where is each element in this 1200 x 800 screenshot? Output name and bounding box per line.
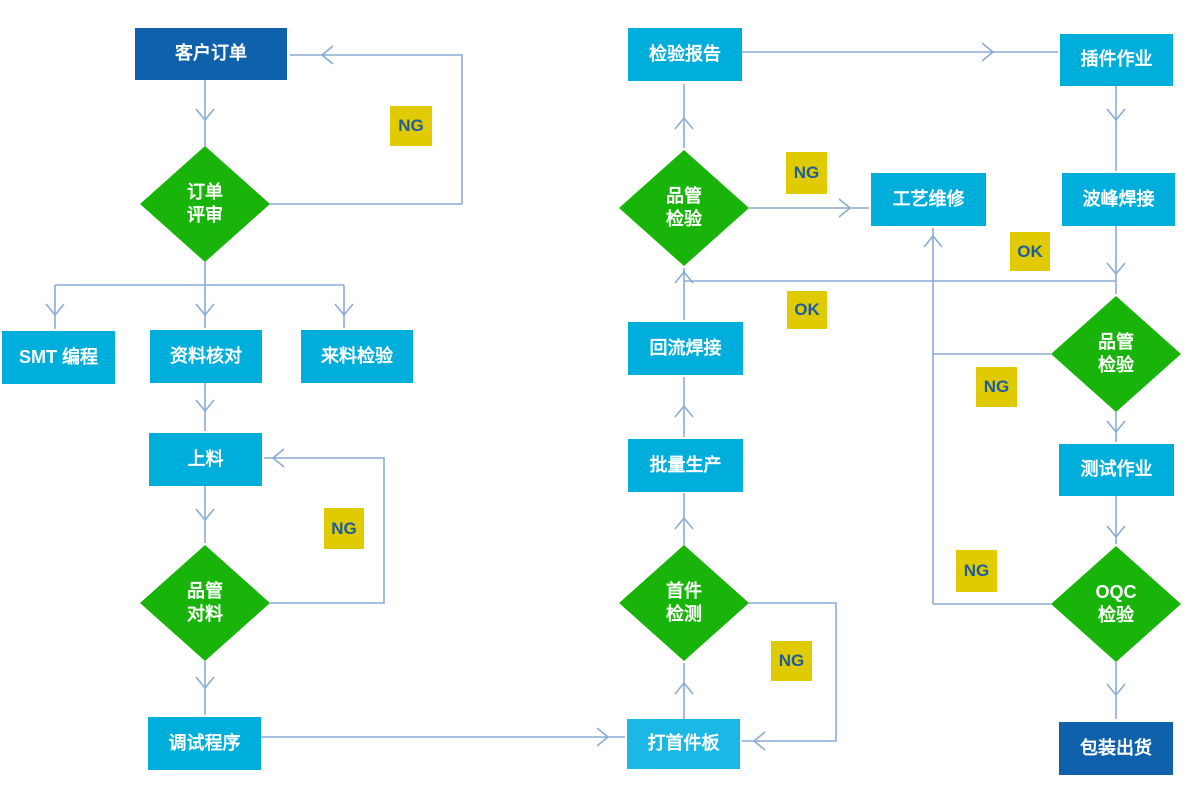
node-print-first-board: 打首件板 [627, 719, 740, 769]
node-label: 包装出货 [1080, 737, 1152, 758]
node-label: 品管 对料 [187, 580, 223, 624]
node-label: 调试程序 [168, 732, 241, 753]
node-label: 波峰焊接 [1082, 188, 1155, 209]
tag-label: NG [398, 116, 424, 135]
node-label: 插件作业 [1080, 49, 1153, 70]
node-reflow-soldering: 回流焊接 [628, 322, 743, 375]
node-data-check: 资料核对 [150, 330, 262, 383]
arrowheads [45, 42, 1126, 751]
ng-tag-first-article: NG [771, 641, 812, 681]
node-label: 品管 检验 [1098, 331, 1134, 375]
tag-label: NG [983, 377, 1010, 396]
ng-tag-qc-dip: NG [976, 367, 1017, 407]
node-label: 客户订单 [175, 43, 247, 64]
ng-tag-qc-material: NG [324, 508, 364, 549]
ok-tag-qc-smt: OK [787, 291, 827, 329]
tag-label: OK [794, 300, 820, 319]
node-batch-production: 批量生产 [628, 439, 743, 492]
node-inspection-report: 检验报告 [628, 28, 742, 81]
node-packing-shipping: 包装出货 [1059, 722, 1173, 775]
node-label: 打首件板 [647, 733, 720, 754]
ok-tag-wave: OK [1010, 232, 1050, 271]
ng-tag-oqc: NG [956, 550, 997, 592]
tag-label: NG [963, 561, 990, 580]
node-label: 上料 [187, 448, 224, 469]
tag-label: NG [331, 518, 357, 538]
tag-label: NG [778, 651, 805, 670]
node-smt-programming: SMT 编程 [2, 331, 115, 384]
node-label: OQC 检验 [1095, 581, 1137, 625]
tag-label: OK [1017, 241, 1043, 261]
node-plugin-operation: 插件作业 [1060, 34, 1173, 86]
node-label: 回流焊接 [649, 337, 722, 358]
node-process-repair: 工艺维修 [871, 173, 986, 226]
node-label: 来料检验 [321, 345, 393, 366]
node-label: 批量生产 [649, 454, 722, 475]
ng-tag-order-review: NG [390, 106, 432, 146]
node-label: SMT 编程 [19, 346, 98, 367]
node-label: 测试作业 [1080, 459, 1153, 480]
node-customer-order: 客户订单 [135, 28, 287, 80]
node-test-operation: 测试作业 [1059, 444, 1174, 496]
node-label: 资料核对 [170, 345, 242, 366]
node-debug-program: 调试程序 [148, 717, 261, 770]
node-label: 品管 检验 [666, 185, 702, 229]
node-label: 首件 检测 [666, 580, 702, 624]
node-label: 检验报告 [649, 43, 721, 64]
node-label: 工艺维修 [892, 188, 965, 209]
node-wave-soldering: 波峰焊接 [1062, 173, 1175, 226]
ng-tag-qc-smt: NG [786, 152, 827, 194]
tag-label: NG [793, 163, 820, 182]
node-incoming-inspection: 来料检验 [301, 330, 413, 383]
node-label: 订单 评审 [187, 181, 223, 225]
node-loading: 上料 [149, 433, 262, 486]
